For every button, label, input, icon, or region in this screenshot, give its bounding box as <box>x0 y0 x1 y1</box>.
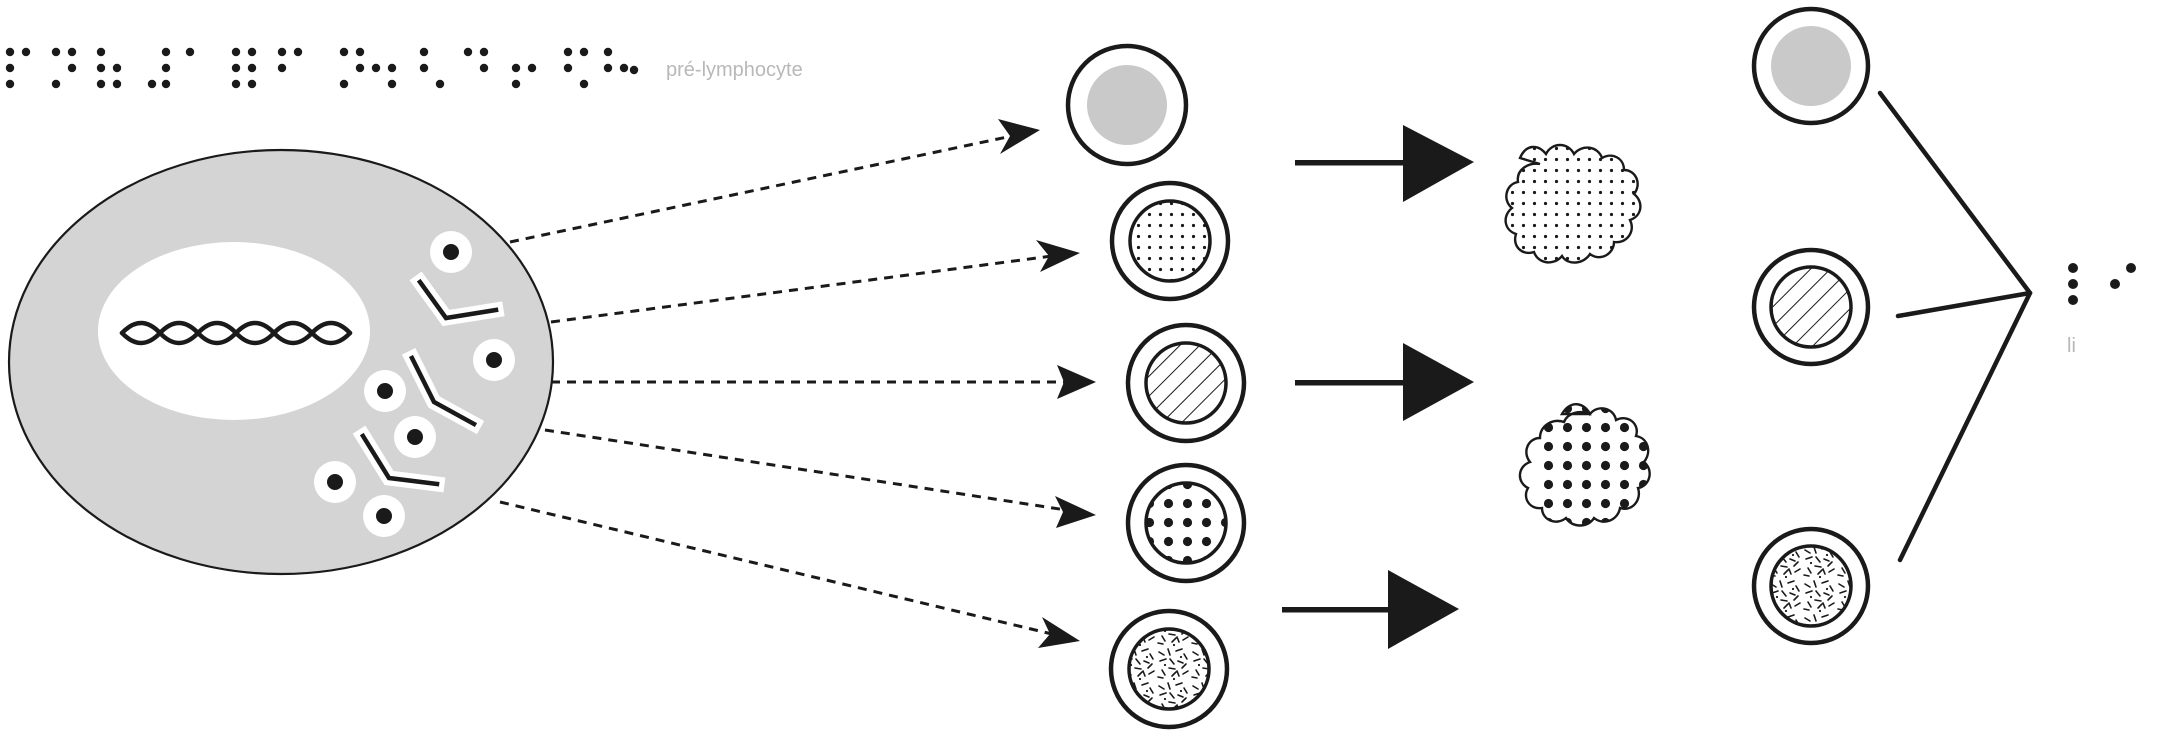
lymphocyte-scribble <box>1108 608 1230 730</box>
solid-arrow-3 <box>1282 570 1459 649</box>
lymphocyte-big-dots <box>1125 462 1247 584</box>
dashed-arrows <box>499 134 1067 636</box>
lymphocyte-hatched <box>1125 322 1247 444</box>
right-cell-scribble <box>1751 526 1871 646</box>
braille-li-icon <box>2068 263 2136 305</box>
solid-arrow-1 <box>1295 125 1474 202</box>
dashed-arrow-4 <box>544 428 1067 512</box>
dashed-arrow-2 <box>550 254 1053 324</box>
braille-text-icon <box>5 47 639 89</box>
dashed-arrow-1 <box>509 134 1013 244</box>
right-cell-gray <box>1751 6 1871 126</box>
right-cell-hatched <box>1751 247 1871 367</box>
dashed-arrow-5 <box>499 500 1053 636</box>
li-label: li <box>2067 335 2076 357</box>
prelymphocyte-label: pré-lymphocyte <box>666 59 803 81</box>
converging-lines <box>1877 90 2033 563</box>
blob-small-dots <box>1504 143 1642 264</box>
prelymphocyte-cell <box>7 148 555 576</box>
lymphocyte-small-dots <box>1109 180 1231 302</box>
lymphocyte-gray <box>1065 43 1189 167</box>
antibody-particles <box>314 231 515 537</box>
solid-arrows <box>1282 125 1474 649</box>
dna-double-helix-icon <box>119 320 353 346</box>
blob-big-dots <box>1518 403 1651 527</box>
dashed-arrowheads <box>998 119 1096 648</box>
solid-arrow-2 <box>1295 343 1474 421</box>
